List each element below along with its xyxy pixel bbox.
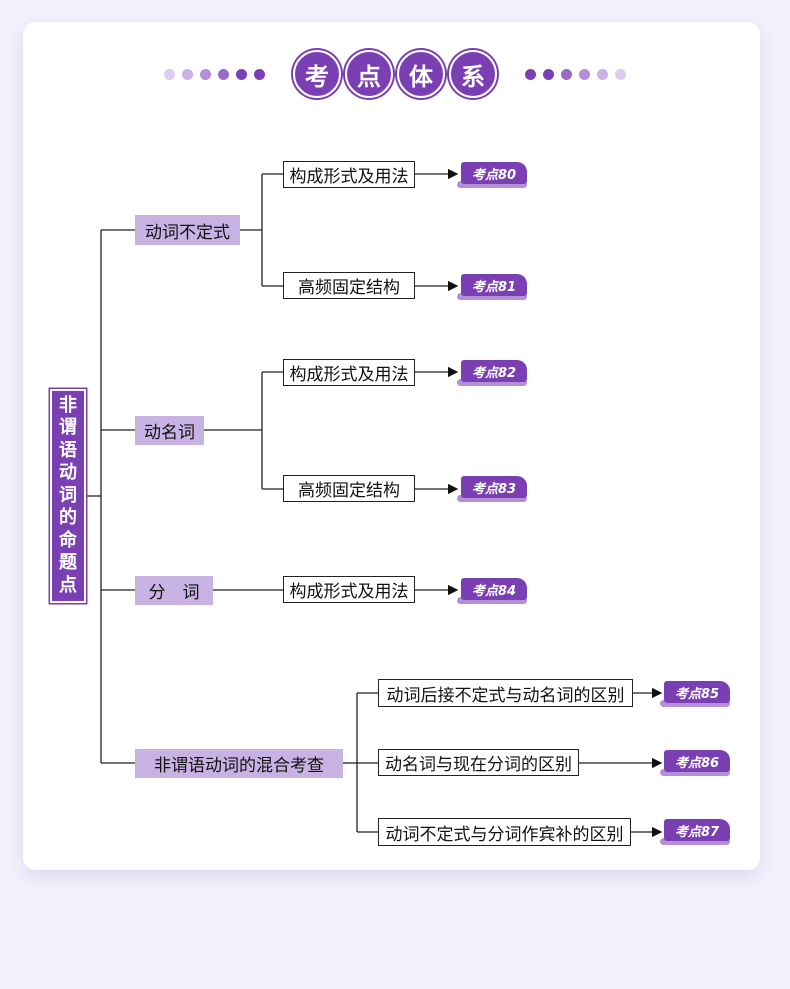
root-char: 语: [59, 439, 77, 461]
tag-82: 考点82: [457, 360, 531, 388]
root-char: 非: [59, 394, 77, 416]
left-dots-decoration: [164, 68, 265, 80]
root-char: 词: [59, 484, 77, 506]
item-participle-form: 构成形式及用法: [283, 576, 415, 603]
category-mixed: 非谓语动词的混合考查: [135, 749, 343, 778]
item-infinitive-form: 构成形式及用法: [283, 161, 415, 188]
right-dots-decoration: [525, 68, 626, 80]
root-node: 非 谓 语 动 词 的 命 题 点: [50, 389, 86, 603]
root-char: 点: [59, 574, 77, 596]
item-gerund-structure: 高频固定结构: [283, 475, 415, 502]
title-char-1: 考: [293, 50, 341, 98]
tag-84: 考点84: [457, 578, 531, 606]
tag-81: 考点81: [457, 274, 531, 302]
section-title: 考 点 体 系: [0, 50, 790, 98]
title-char-2: 点: [345, 50, 393, 98]
tag-85: 考点85: [660, 681, 734, 709]
category-infinitive: 动词不定式: [135, 215, 240, 245]
root-char: 谓: [59, 417, 77, 439]
root-char: 的: [59, 507, 77, 529]
item-mixed-gerund-vs-participle: 动名词与现在分词的区别: [378, 749, 579, 776]
tag-86: 考点86: [660, 750, 734, 778]
root-char: 题: [59, 552, 77, 574]
item-infinitive-structure: 高频固定结构: [283, 272, 415, 299]
item-mixed-object-complement: 动词不定式与分词作宾补的区别: [378, 818, 631, 846]
root-char: 命: [59, 529, 77, 551]
tag-87: 考点87: [660, 819, 734, 847]
title-char-3: 体: [397, 50, 445, 98]
tag-80: 考点80: [457, 162, 531, 190]
title-char-4: 系: [449, 50, 497, 98]
category-participle: 分 词: [135, 576, 213, 605]
tag-83: 考点83: [457, 476, 531, 504]
category-gerund: 动名词: [135, 416, 204, 445]
root-char: 动: [59, 462, 77, 484]
item-gerund-form: 构成形式及用法: [283, 359, 415, 386]
item-mixed-verb-followed: 动词后接不定式与动名词的区别: [378, 679, 633, 707]
